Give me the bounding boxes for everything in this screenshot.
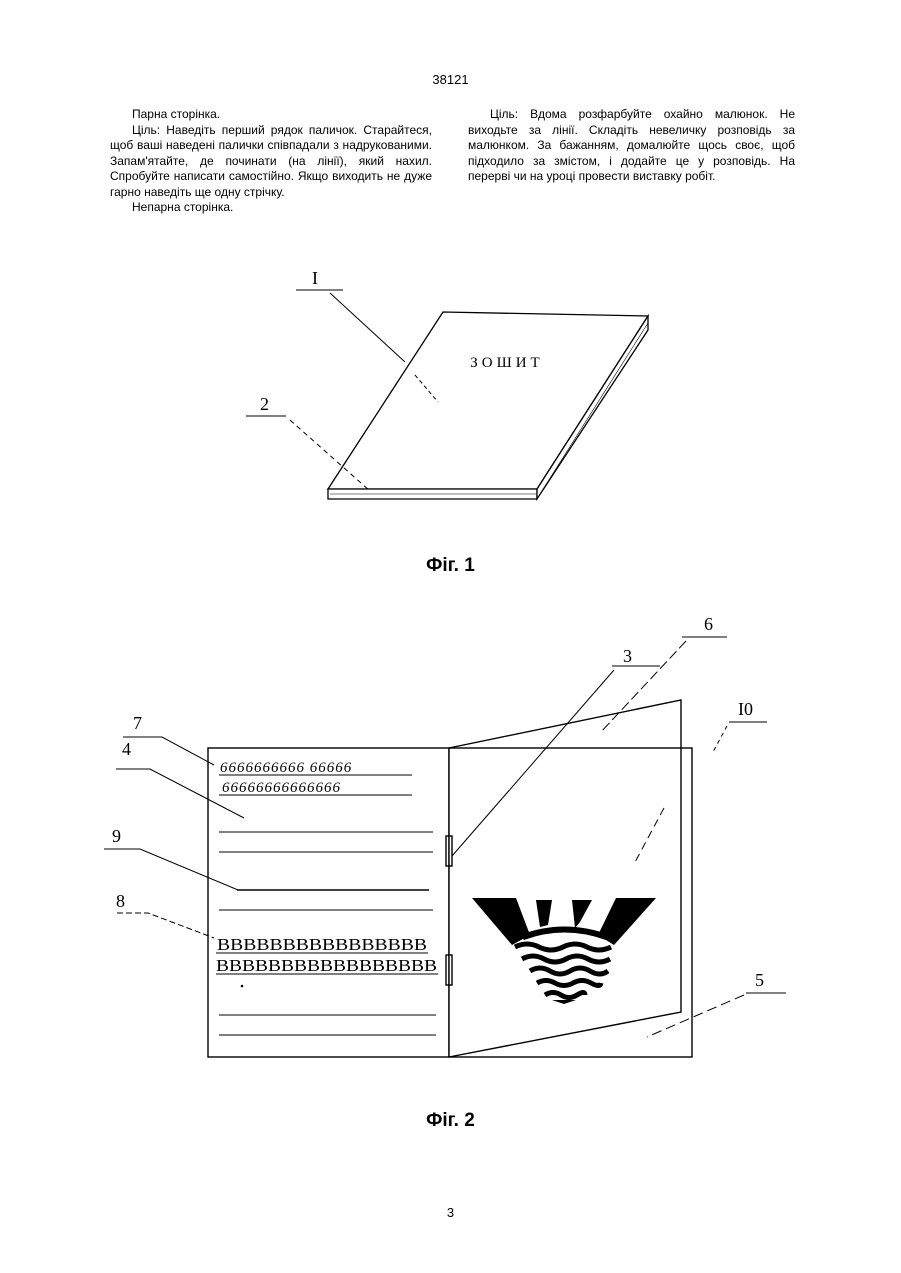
label-7: 7 <box>133 713 142 733</box>
copy-row-2: 66666666666666 <box>222 780 341 796</box>
letters-row-1: BBBBBBBBBBBBBBBB <box>217 935 427 954</box>
page-number-bottom: 3 <box>0 1205 901 1220</box>
copy-row-1: 6666666666 66666 <box>220 760 352 776</box>
figure-2-caption: Фіг. 2 <box>0 1110 901 1132</box>
label-5: 5 <box>755 970 764 990</box>
notebook-open <box>208 700 692 1057</box>
label-3: 3 <box>623 646 632 666</box>
letters-row-2: BBBBBBBBBBBBBBBBB <box>216 956 437 975</box>
label-6: 6 <box>704 614 713 634</box>
label-8: 8 <box>116 891 125 911</box>
label-10: I0 <box>738 699 753 719</box>
label-9: 9 <box>112 826 121 846</box>
label-4: 4 <box>122 739 131 759</box>
